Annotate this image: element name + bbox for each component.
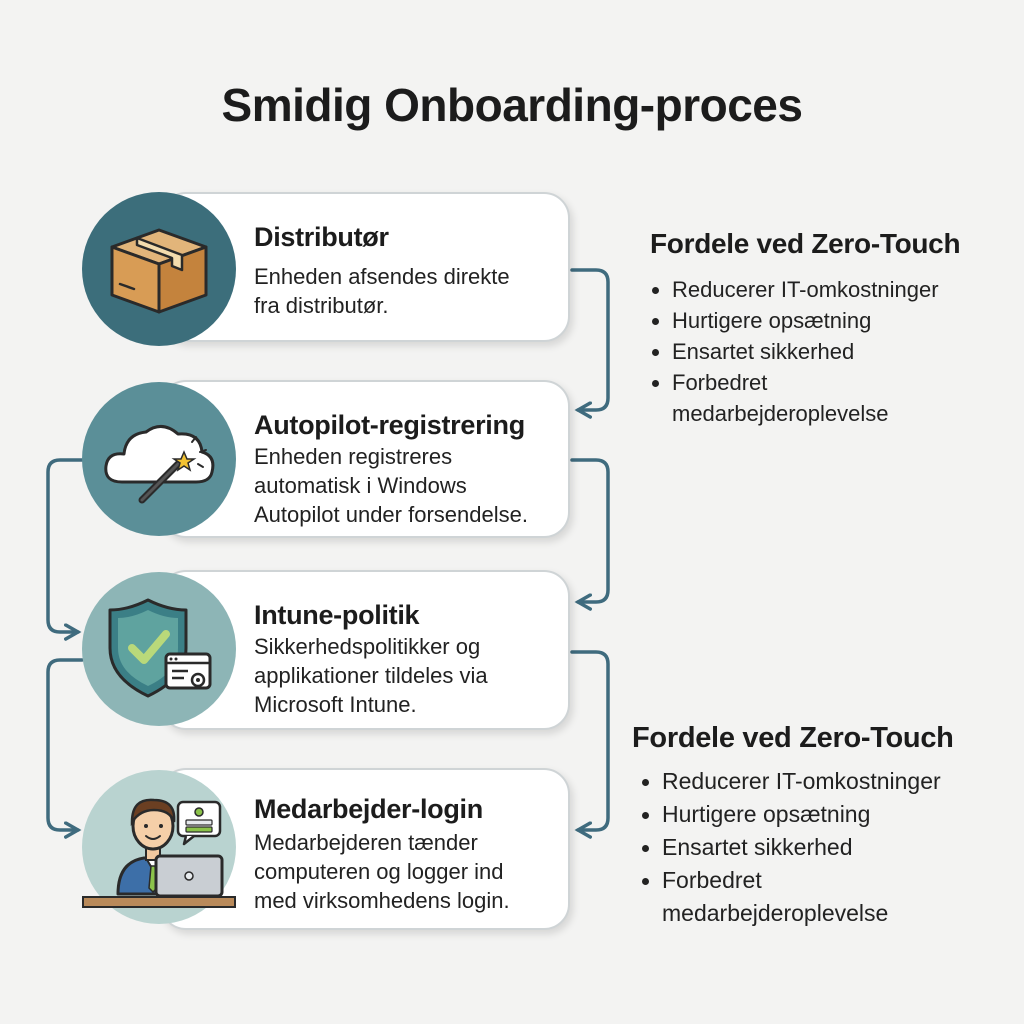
step-title: Distributør [254, 222, 389, 252]
shield-check-icon [82, 572, 236, 726]
benefit-item: Reducerer IT-omkostninger [650, 274, 960, 305]
benefit-item: Hurtigere opsætning [650, 305, 960, 336]
connector-right-3 [570, 650, 610, 839]
benefit-item: Forbedret medarbejderoplevelse [650, 367, 960, 429]
benefit-item: Forbedret medarbejderoplevelse [640, 864, 954, 930]
benefits-title: Fordele ved Zero-Touch [650, 228, 961, 259]
benefits-panel-top: Fordele ved Zero-Touch Reducerer IT-omko… [650, 228, 961, 429]
connector-left-1 [46, 458, 84, 641]
desk [82, 896, 236, 908]
step-description: Enheden registreres automatisk i Windows… [254, 444, 528, 527]
benefit-item: Ensartet sikkerhed [640, 831, 954, 864]
benefit-item: Ensartet sikkerhed [650, 336, 960, 367]
package-box-icon [82, 192, 236, 346]
page-title: Smidig Onboarding-proces [221, 79, 803, 131]
step-description: Enheden afsendes direkte fra distributør… [254, 264, 510, 318]
step-card-employee-login: Medarbejder-login Medarbejderen tænder c… [160, 768, 570, 930]
connector-right-1 [570, 268, 610, 419]
step-title: Autopilot-registrering [254, 410, 525, 440]
connector-left-2 [46, 658, 84, 839]
step-description: Sikkerhedspolitikker og applikationer ti… [254, 634, 488, 717]
step-title: Intune-politik [254, 600, 420, 630]
benefit-item: Hurtigere opsætning [640, 798, 954, 831]
step-description: Medarbejderen tænder computeren og logge… [254, 830, 510, 913]
step-title: Medarbejder-login [254, 794, 483, 824]
connector-right-2 [570, 458, 610, 611]
benefits-list: Reducerer IT-omkostninger Hurtigere opsæ… [640, 765, 954, 930]
benefits-panel-bottom: Fordele ved Zero-Touch Reducerer IT-omko… [632, 722, 954, 930]
benefits-list: Reducerer IT-omkostninger Hurtigere opsæ… [650, 274, 960, 429]
benefits-title: Fordele ved Zero-Touch [632, 722, 954, 754]
cloud-magic-wand-icon [82, 382, 236, 536]
benefit-item: Reducerer IT-omkostninger [640, 765, 954, 798]
